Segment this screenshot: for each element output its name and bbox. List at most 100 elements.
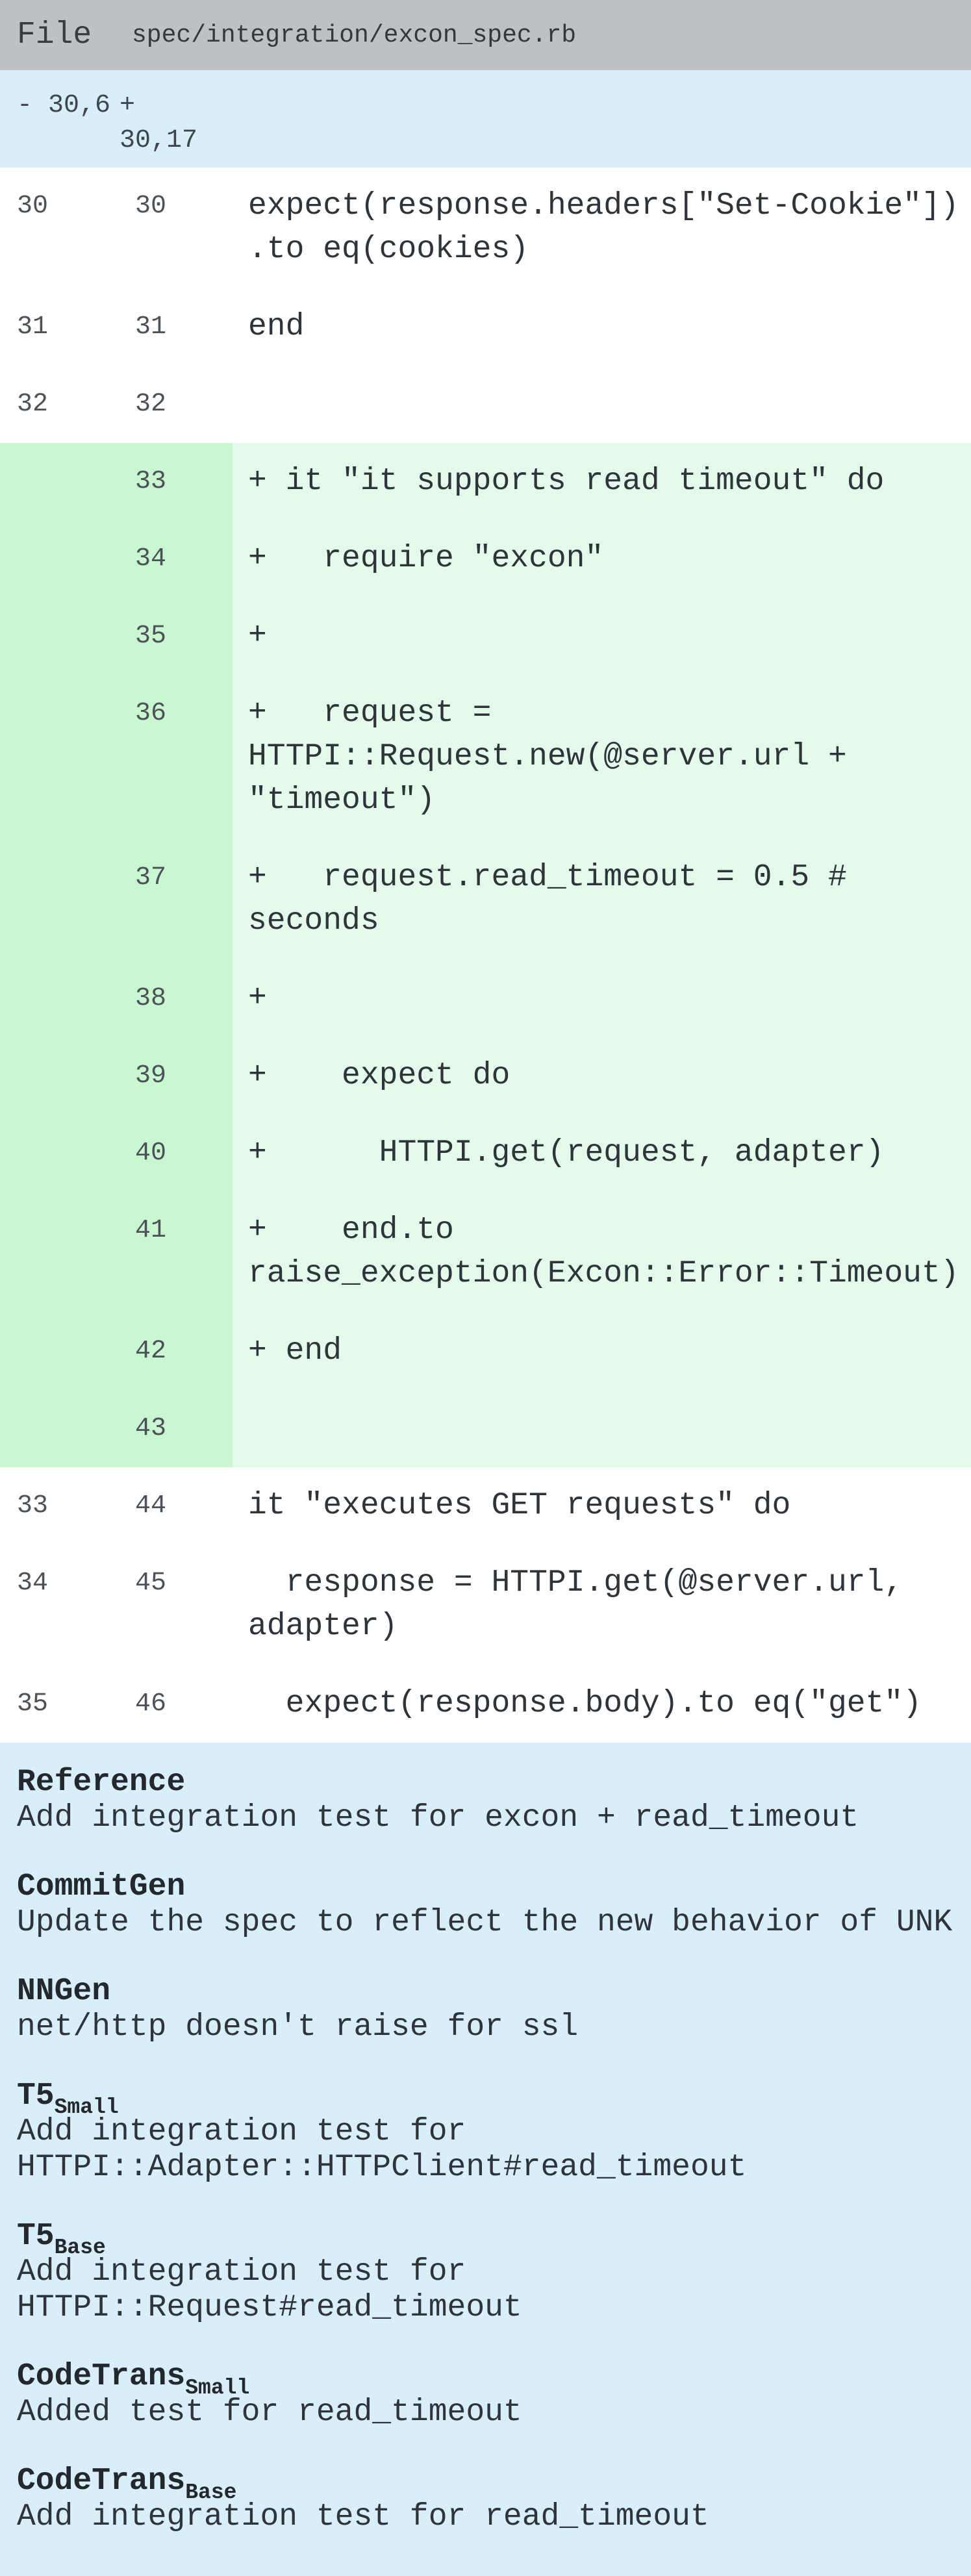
- new-line-number: 46: [135, 1689, 167, 1719]
- model-name-label: Reference: [17, 1765, 186, 1800]
- new-line-number: 31: [135, 312, 167, 342]
- code-line: +: [248, 618, 267, 653]
- model-entry-reference: Reference Add integration test for excon…: [17, 1765, 954, 1836]
- code-line: [248, 1407, 965, 1450]
- new-line-number: 36: [135, 699, 167, 728]
- model-message-line: HTTPI::Adapter::HTTPClient#read_timeout: [17, 2150, 747, 2185]
- hunk-added-range: + 30,17: [120, 91, 198, 155]
- gutter: 36: [0, 675, 233, 839]
- model-name: T5Base: [17, 2219, 954, 2258]
- model-entry-t5-base: T5Base Add integration test for HTTPI::R…: [17, 2219, 954, 2326]
- code-line: + request =: [248, 696, 492, 731]
- code-cell: expect(response.body).to eq("get"): [233, 1682, 971, 1726]
- model-message-line: Update the spec to reflect the new behav…: [17, 1905, 953, 1940]
- model-name: T5Small: [17, 2078, 954, 2118]
- gutter: 35: [0, 598, 233, 675]
- code-cell: it "executes GET requests" do: [233, 1484, 971, 1528]
- old-line-number: 33: [17, 1491, 49, 1521]
- model-name-label: T5: [17, 2219, 55, 2254]
- diff-row-added: 35 +: [0, 598, 971, 675]
- model-message-line: Add integration test for: [17, 2254, 466, 2290]
- new-line-number: 43: [135, 1414, 167, 1443]
- gutter: 43: [0, 1390, 233, 1467]
- code-line: expect(response.headers["Set-Cookie"]): [248, 188, 959, 223]
- hunk-removed-range: - 30,6: [17, 91, 111, 120]
- diff-row: 32 32: [0, 366, 971, 443]
- gutter: 35 46: [0, 1682, 233, 1726]
- gutter: 40: [0, 1115, 233, 1192]
- hunk-header: - 30,6 + 30,17: [0, 70, 971, 168]
- code-cell: [233, 383, 971, 426]
- code-cell: response = HTTPI.get(@server.url, adapte…: [233, 1561, 971, 1648]
- new-line-number: 40: [135, 1139, 167, 1168]
- old-line-number: 35: [17, 1689, 49, 1719]
- model-message-line: Add integration test for: [17, 2114, 466, 2149]
- gutter: 42: [0, 1313, 233, 1390]
- code-cell: + expect do: [233, 1054, 971, 1098]
- code-cell: end: [233, 305, 971, 349]
- code-cell: + it "it supports read timeout" do: [233, 460, 971, 503]
- code-cell: [233, 1407, 971, 1450]
- code-cell: + request = HTTPI::Request.new(@server.u…: [233, 692, 971, 822]
- code-cell: + HTTPI.get(request, adapter): [233, 1131, 971, 1175]
- gutter: 30 30: [0, 184, 233, 271]
- new-line-number: 38: [135, 984, 167, 1013]
- model-entry-codetrans-small: CodeTransSmall Added test for read_timeo…: [17, 2359, 954, 2431]
- code-cell: + request.read_timeout = 0.5 # seconds: [233, 856, 971, 943]
- gutter: 41: [0, 1192, 233, 1313]
- code-line: + end.to: [248, 1213, 454, 1248]
- new-line-number: 37: [135, 863, 167, 892]
- file-label: File: [17, 18, 92, 53]
- code-line: end: [248, 309, 305, 344]
- code-cell: +: [233, 977, 971, 1020]
- new-line-number: 44: [135, 1491, 167, 1521]
- gutter: 33: [0, 443, 233, 520]
- model-message-line: net/http doesn't raise for ssl: [17, 2010, 579, 2045]
- code-line: HTTPI::Request.new(@server.url +: [248, 739, 847, 774]
- diff-row: 35 46 expect(response.body).to eq("get"): [0, 1665, 971, 1743]
- gutter: 38: [0, 960, 233, 1037]
- old-line-number: 31: [17, 312, 49, 342]
- gutter: 32 32: [0, 383, 233, 426]
- code-line: + require "excon": [248, 541, 604, 576]
- model-name: CodeTransBase: [17, 2464, 954, 2503]
- model-message-line: HTTPI::Request#read_timeout: [17, 2290, 522, 2325]
- new-line-number: 39: [135, 1061, 167, 1091]
- model-variant-subscript: Base: [185, 2481, 237, 2505]
- model-name: CommitGen: [17, 1869, 954, 1905]
- diff-row-added: 41 + end.to raise_exception(Excon::Error…: [0, 1192, 971, 1313]
- gutter: 34: [0, 520, 233, 598]
- gutter: 39: [0, 1037, 233, 1115]
- code-line: + expect do: [248, 1058, 511, 1093]
- diff-row-added: 34 + require "excon": [0, 520, 971, 598]
- new-line-number: 34: [135, 544, 167, 574]
- code-line: [248, 383, 965, 426]
- code-cell: + require "excon": [233, 537, 971, 581]
- code-line: + HTTPI.get(request, adapter): [248, 1135, 885, 1170]
- gutter: 31 31: [0, 305, 233, 349]
- diff-row-added: 38 +: [0, 960, 971, 1037]
- gutter: 33 44: [0, 1484, 233, 1528]
- old-line-number: 30: [17, 192, 49, 221]
- diff-row-added: 42 + end: [0, 1313, 971, 1390]
- code-line: .to eq(cookies): [248, 232, 529, 267]
- models-section: Reference Add integration test for excon…: [0, 1743, 971, 2576]
- model-entry-commitgen: CommitGen Update the spec to reflect the…: [17, 1869, 954, 1941]
- diff-row-added: 39 + expect do: [0, 1037, 971, 1115]
- model-name: NNGen: [17, 1974, 954, 2010]
- diff-row-added: 40 + HTTPI.get(request, adapter): [0, 1115, 971, 1192]
- diff-row: 34 45 response = HTTPI.get(@server.url, …: [0, 1545, 971, 1665]
- model-message-line: Added test for read_timeout: [17, 2395, 522, 2430]
- code-cell: + end.to raise_exception(Excon::Error::T…: [233, 1209, 971, 1296]
- model-name: Reference: [17, 1765, 954, 1800]
- code-line: adapter): [248, 1609, 398, 1644]
- file-header: File spec/integration/excon_spec.rb: [0, 0, 971, 70]
- model-entry-nngen: NNGen net/http doesn't raise for ssl: [17, 1974, 954, 2045]
- new-line-number: 35: [135, 622, 167, 651]
- code-line: it "executes GET requests" do: [248, 1488, 791, 1523]
- diff-row-added: 37 + request.read_timeout = 0.5 # second…: [0, 839, 971, 960]
- model-variant-subscript: Small: [54, 2095, 119, 2119]
- old-line-number: 34: [17, 1569, 49, 1598]
- new-line-number: 45: [135, 1569, 167, 1598]
- diff-row-added: 36 + request = HTTPI::Request.new(@serve…: [0, 675, 971, 839]
